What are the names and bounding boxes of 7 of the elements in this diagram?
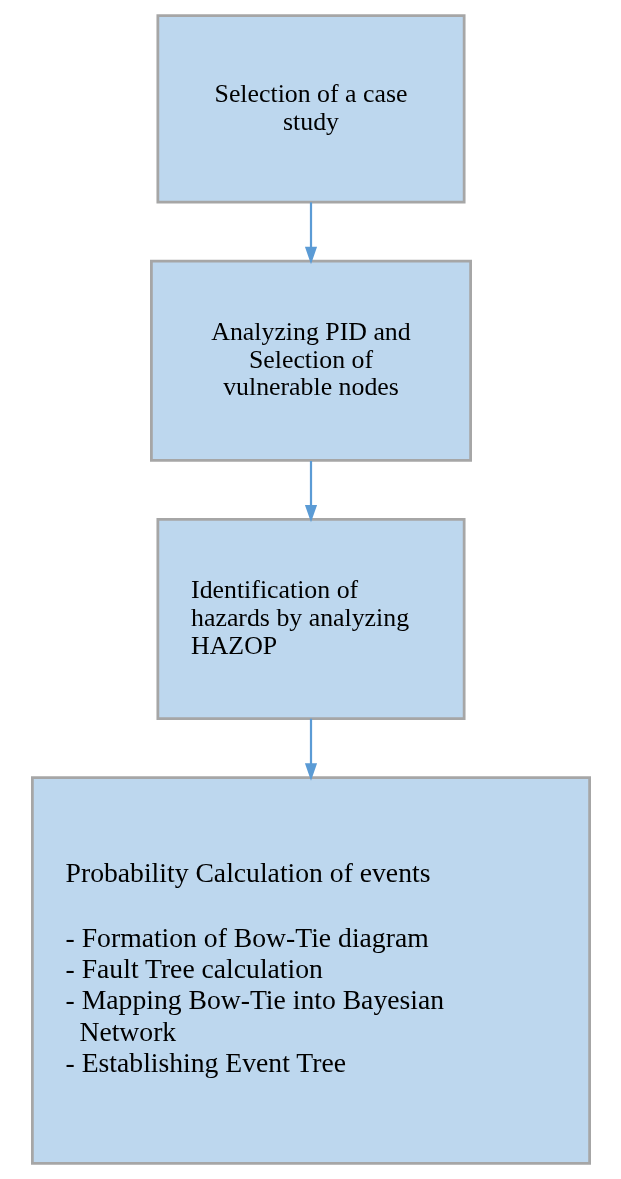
node-box: Identification of hazards by analyzing HAZOP — [155, 518, 466, 721]
arrow — [304, 718, 317, 781]
node-box: Probability Calculation of events - Formation of Bow-Tie diagram - Fault Tree calculation - Mapping Bow-Tie into Bayesian Network - Establishing Event Tree — [30, 776, 591, 1165]
arrow — [304, 202, 317, 265]
arrow — [304, 461, 317, 523]
node-box: Analyzing PID and Selection of vulnerable nodes — [149, 259, 472, 462]
node-box: Selection of a case study — [155, 14, 466, 204]
